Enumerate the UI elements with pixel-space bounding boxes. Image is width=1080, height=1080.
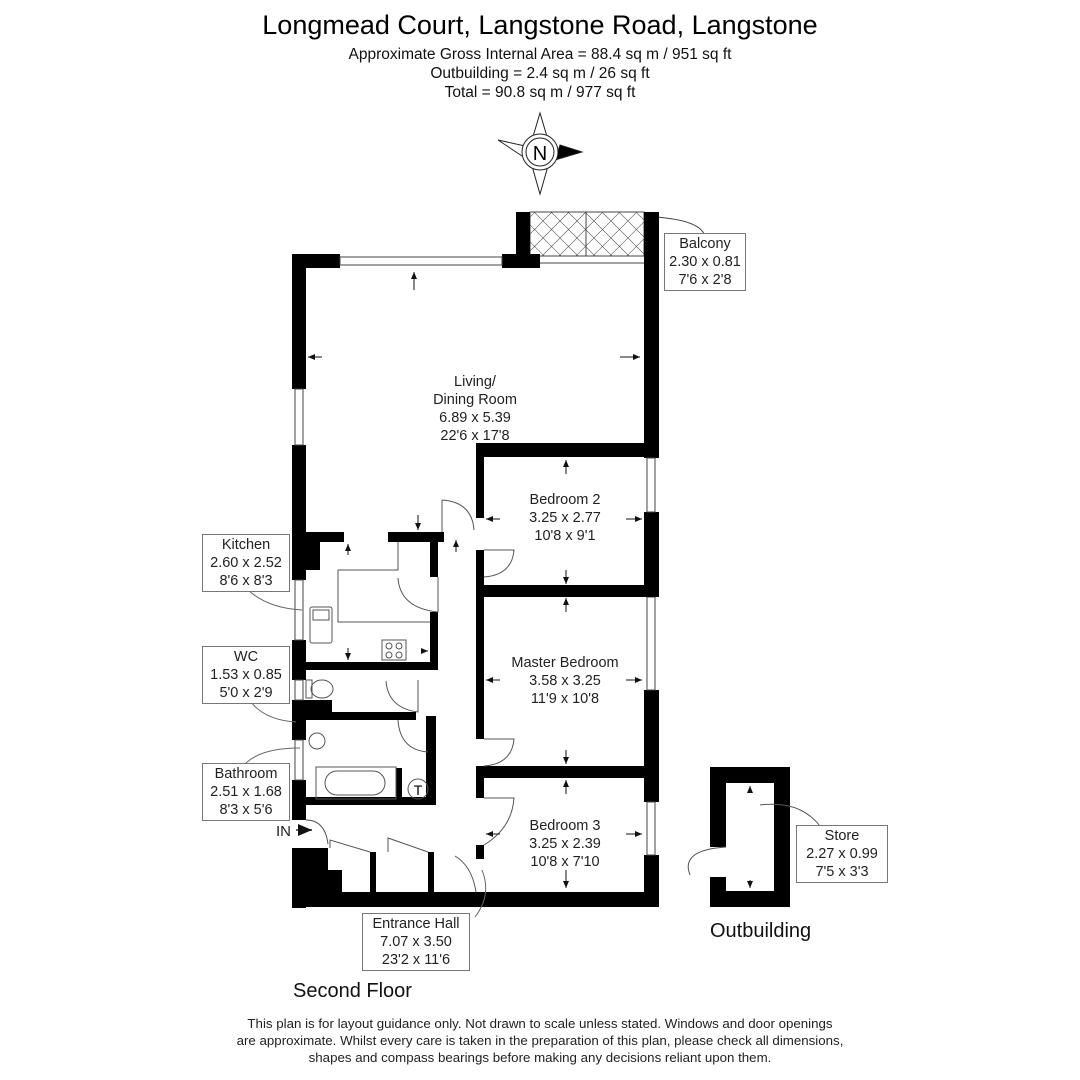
room-dimensions-metric: 7.07 x 3.50 — [380, 934, 452, 950]
leader-lines — [244, 586, 487, 918]
room-dimensions-imperial: 5'0 x 2'9 — [219, 685, 273, 701]
disclaimer-line: shapes and compass bearings before makin… — [308, 1050, 772, 1065]
room-dimensions-metric: 3.25 x 2.77 — [529, 510, 601, 526]
plan-title: Longmead Court, Langstone Road, Langston… — [262, 10, 818, 40]
cylinder-label: T — [414, 782, 423, 798]
room-dimensions-imperial: 7'6 x 2'8 — [678, 272, 732, 288]
dimension-arrows — [308, 272, 753, 888]
room-name: Living/ — [454, 374, 496, 390]
cylinder-icon — [407, 778, 429, 800]
room-entrance-hall: Entrance Hall 7.07 x 3.50 23'2 x 11'6 — [362, 913, 470, 971]
room-name: Dining Room — [433, 392, 517, 408]
room-name: Store — [824, 828, 860, 844]
room-name: Entrance Hall — [372, 916, 460, 932]
room-living-dining: Living/ Dining Room 6.89 x 5.39 22'6 x 1… — [400, 373, 550, 445]
room-dimensions-imperial: 22'6 x 17'8 — [440, 428, 510, 444]
room-dimensions-imperial: 10'8 x 7'10 — [530, 854, 600, 870]
bath-icon — [315, 766, 397, 800]
room-dimensions-metric: 3.58 x 3.25 — [529, 673, 601, 689]
room-dimensions-metric: 2.30 x 0.81 — [669, 254, 741, 270]
toilet-icon — [305, 679, 334, 699]
entrance-marker: IN — [276, 823, 291, 840]
gross-internal-area: Approximate Gross Internal Area = 88.4 s… — [348, 46, 732, 63]
svg-text:N: N — [533, 143, 547, 165]
room-dimensions-metric: 2.27 x 0.99 — [806, 846, 878, 862]
compass-icon: N — [497, 111, 584, 196]
hob-icon — [381, 639, 407, 661]
room-name: Bathroom — [214, 766, 278, 782]
room-bathroom: Bathroom 2.51 x 1.68 8'3 x 5'6 — [202, 763, 290, 821]
room-dimensions-imperial: 10'8 x 9'1 — [534, 528, 596, 544]
room-dimensions-imperial: 8'6 x 8'3 — [219, 573, 273, 589]
room-kitchen: Kitchen 2.60 x 2.52 8'6 x 8'3 — [202, 534, 290, 592]
room-name: Bedroom 3 — [529, 818, 601, 834]
room-dimensions-metric: 6.89 x 5.39 — [439, 410, 511, 426]
room-dimensions-imperial: 7'5 x 3'3 — [815, 864, 869, 880]
room-bedroom-3: Bedroom 3 3.25 x 2.39 10'8 x 7'10 — [500, 817, 630, 871]
room-store: Store 2.27 x 0.99 7'5 x 3'3 — [796, 825, 888, 883]
exterior-walls — [292, 212, 659, 908]
basin-icon — [308, 732, 326, 750]
room-name: Master Bedroom — [511, 655, 619, 671]
room-bedroom-2: Bedroom 2 3.25 x 2.77 10'8 x 9'1 — [500, 491, 630, 545]
room-dimensions-metric: 3.25 x 2.39 — [529, 836, 601, 852]
room-name: WC — [233, 649, 259, 665]
floor-title-second-floor: Second Floor — [293, 980, 412, 1002]
disclaimer: This plan is for layout guidance only. N… — [0, 1015, 1080, 1066]
room-dimensions-imperial: 23'2 x 11'6 — [381, 952, 451, 968]
room-name: Balcony — [679, 236, 731, 252]
door-swings — [305, 499, 515, 893]
disclaimer-line: are approximate. Whilst every care is ta… — [236, 1033, 844, 1048]
windows — [294, 256, 656, 856]
room-master-bedroom: Master Bedroom 3.58 x 3.25 11'9 x 10'8 — [490, 654, 640, 708]
outbuilding-area: Outbuilding = 2.4 sq m / 26 sq ft — [430, 65, 650, 82]
room-dimensions-metric: 1.53 x 0.85 — [210, 667, 282, 683]
interior-walls — [306, 443, 659, 892]
room-wc: WC 1.53 x 0.85 5'0 x 2'9 — [202, 646, 290, 704]
disclaimer-line: This plan is for layout guidance only. N… — [247, 1016, 833, 1031]
fixtures — [305, 542, 430, 853]
room-dimensions-imperial: 11'9 x 10'8 — [530, 691, 600, 707]
total-area: Total = 90.8 sq m / 977 sq ft — [444, 84, 636, 101]
room-name: Bedroom 2 — [529, 492, 601, 508]
sink-icon — [309, 606, 333, 644]
floor-title-outbuilding: Outbuilding — [710, 920, 812, 942]
room-dimensions-metric: 2.51 x 1.68 — [210, 784, 282, 800]
balcony — [516, 211, 706, 258]
room-balcony: Balcony 2.30 x 0.81 7'6 x 2'8 — [664, 233, 746, 291]
room-dimensions-imperial: 8'3 x 5'6 — [219, 802, 273, 818]
room-name: Kitchen — [221, 537, 271, 553]
room-dimensions-metric: 2.60 x 2.52 — [210, 555, 282, 571]
